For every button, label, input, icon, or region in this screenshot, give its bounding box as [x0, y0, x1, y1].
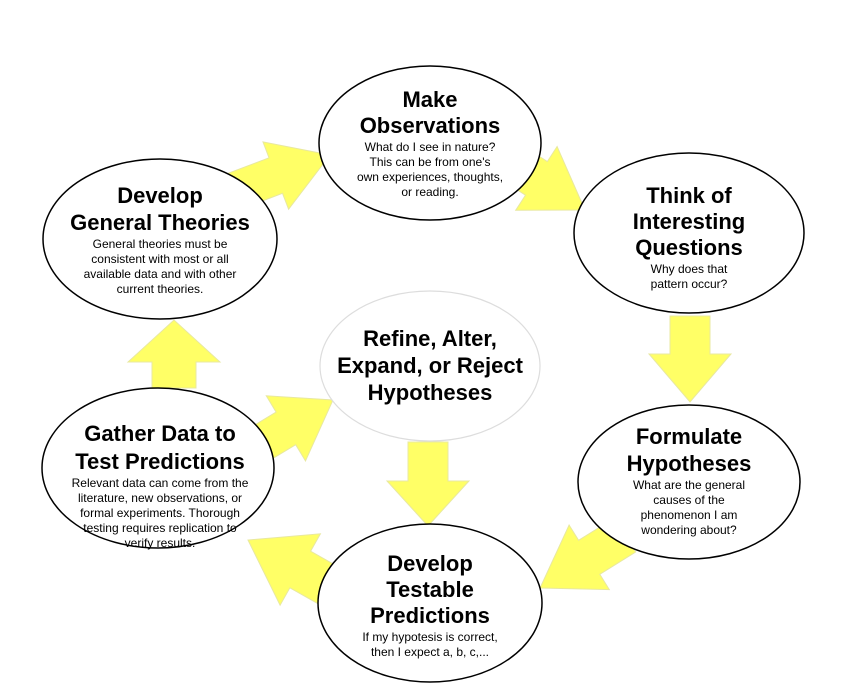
theories-title-line: Develop: [117, 183, 203, 208]
gather-description-line: verify results.: [125, 536, 196, 550]
hypotheses-title-line: Hypotheses: [627, 451, 752, 476]
observations-ellipse: [318, 65, 542, 221]
gather-title-line: Gather Data to: [84, 421, 236, 446]
theories-description-line: available data and with other: [84, 267, 237, 281]
hypotheses-description-line: wondering about?: [640, 523, 737, 537]
predictions-title-line: Develop: [387, 551, 473, 576]
predictions-title-line: Testable: [386, 577, 474, 602]
predictions-title-line: Predictions: [370, 603, 490, 628]
gather-description-line: testing requires replication to: [83, 521, 237, 535]
questions-title-line: Questions: [635, 235, 743, 260]
arrow-gather-to-theories: [126, 319, 222, 389]
predictions-ellipse: [317, 523, 543, 683]
predictions-description-line: If my hypotesis is correct,: [362, 630, 497, 644]
hypotheses-ellipse: [577, 404, 801, 560]
observations-title-line: Make: [402, 87, 457, 112]
theories-description-line: General theories must be: [93, 237, 228, 251]
observations-description-line: or reading.: [401, 185, 458, 199]
arrow-refine-to-predictions: [385, 441, 471, 527]
gather-description-line: formal experiments. Thorough: [80, 506, 240, 520]
observations-description-line: What do I see in nature?: [365, 140, 496, 154]
questions-description-line: Why does that: [651, 262, 728, 276]
theories-description-line: consistent with most or all: [91, 252, 228, 266]
observations-description-line: own experiences, thoughts,: [357, 170, 503, 184]
hypotheses-description-line: causes of the: [653, 493, 725, 507]
hypotheses-title-line: Formulate: [636, 424, 742, 449]
gather-ellipse: [41, 387, 275, 549]
hypotheses-description-line: What are the general: [633, 478, 745, 492]
gather-title-line: Test Predictions: [75, 449, 245, 474]
theories-ellipse: [42, 158, 278, 320]
questions-title-line: Interesting: [633, 209, 745, 234]
theories-title-line: General Theories: [70, 210, 250, 235]
gather-description-line: Relevant data can come from the: [72, 476, 249, 490]
gather-description-line: literature, new observations, or: [78, 491, 242, 505]
refine-title-line: Expand, or Reject: [337, 353, 524, 378]
hypotheses-description-line: phenomenon I am: [641, 508, 738, 522]
refine-ellipse: [319, 290, 541, 442]
refine-title-line: Refine, Alter,: [363, 326, 497, 351]
node-refine-hypotheses: Refine, Alter,Expand, or RejectHypothese…: [319, 290, 541, 442]
theories-description-line: current theories.: [117, 282, 204, 296]
questions-description-line: pattern occur?: [651, 277, 728, 291]
questions-ellipse: [573, 152, 805, 314]
questions-title-line: Think of: [646, 183, 732, 208]
observations-title-line: Observations: [360, 113, 501, 138]
predictions-description-line: then I expect a, b, c,...: [371, 645, 489, 659]
arrow-questions-to-hypotheses: [647, 315, 733, 403]
refine-title-line: Hypotheses: [368, 380, 493, 405]
observations-description-line: This can be from one's: [369, 155, 490, 169]
